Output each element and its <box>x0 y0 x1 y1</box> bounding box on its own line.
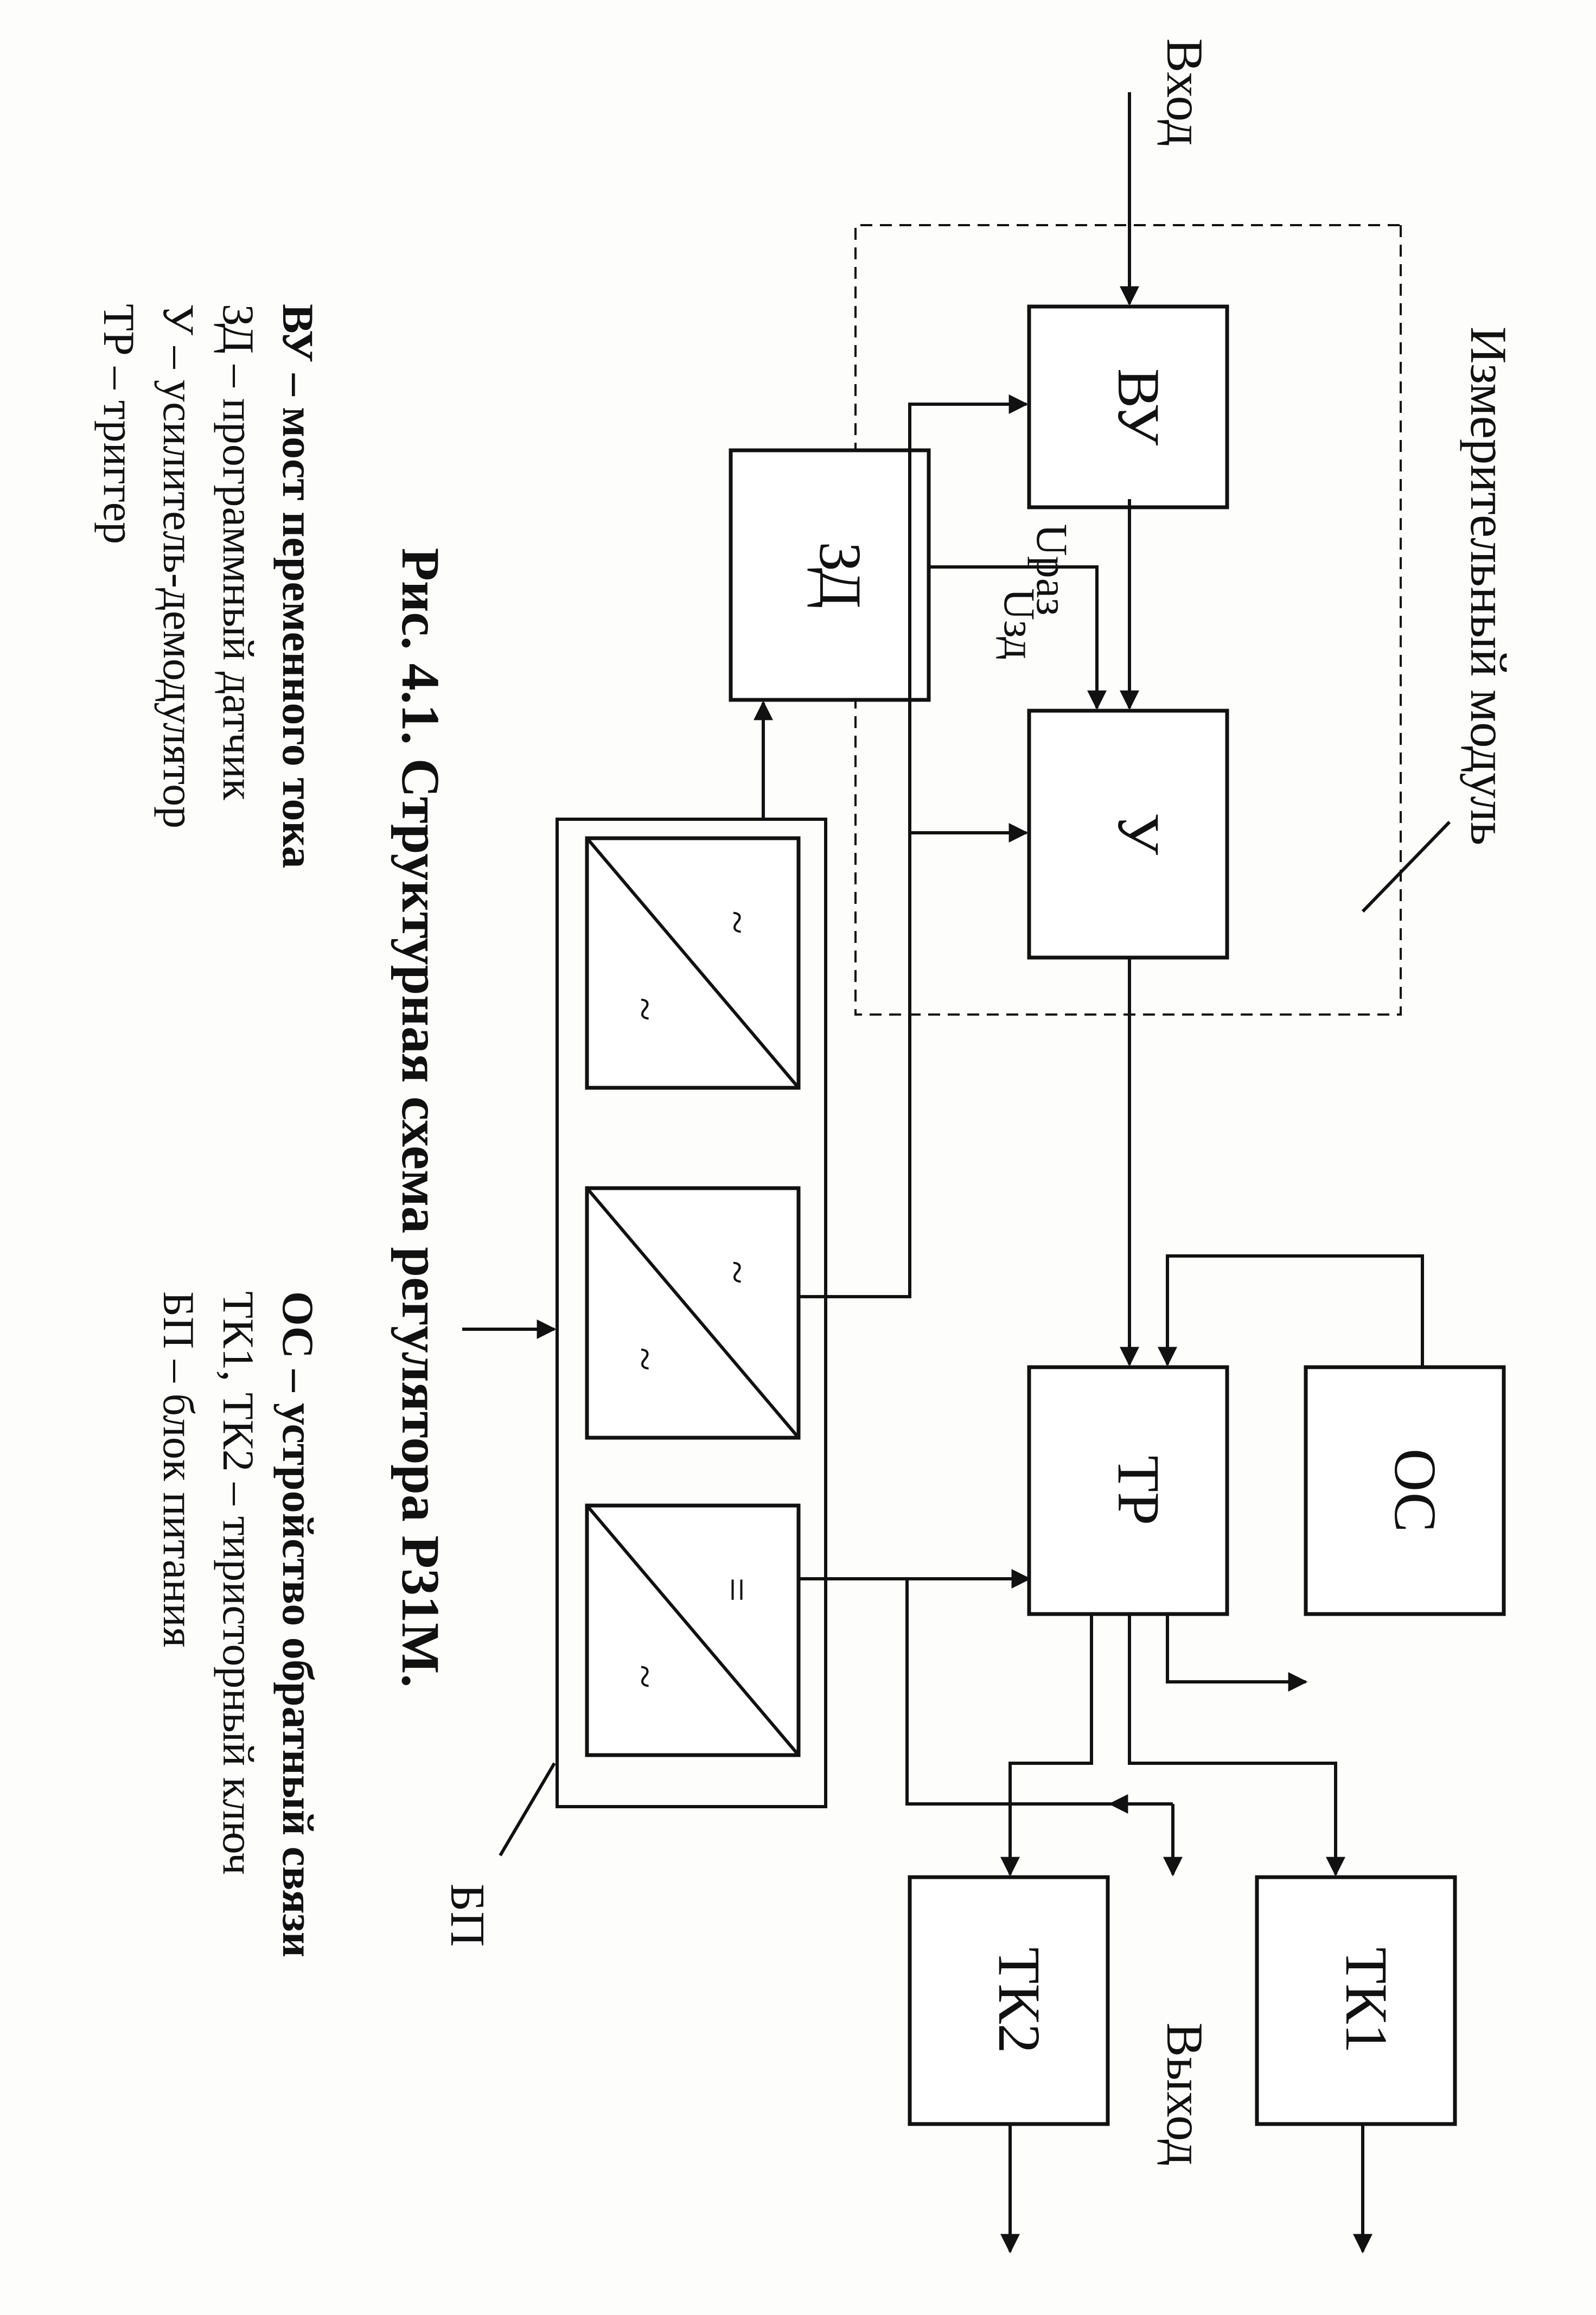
converter-1: ~ ~ <box>585 836 801 1090</box>
converter-3-top: = <box>713 1577 761 1602</box>
bp-label: БП <box>441 1884 494 1947</box>
tr-to-tk1-arrow <box>1128 1614 1345 1877</box>
block-tk1-label: ТК1 <box>1333 1947 1400 2053</box>
converter-1-top: ~ <box>713 910 761 934</box>
legend-left-line-1: ВУ – мост переменного тока <box>273 304 323 868</box>
legend-right-line-2: ТК1, ТК2 – тиристорный ключ <box>214 1291 263 1875</box>
os-to-tr-arrow <box>1158 1254 1424 1367</box>
bp-bus-line <box>905 1579 1173 1806</box>
tr-to-tk2-arrow <box>1000 1614 1093 1877</box>
legend-right-line-3: БП – блок питания <box>154 1291 203 1648</box>
module-label: Измерительный модуль <box>1460 327 1517 845</box>
bp-leader-line <box>499 1762 556 1857</box>
block-os: ОС <box>1304 1365 1506 1616</box>
block-zd-label: ЗД <box>807 541 873 608</box>
converter-1-bottom: ~ <box>621 997 668 1021</box>
converter-2-bottom: ~ <box>621 1347 668 1370</box>
block-tk2: ТК2 <box>908 1875 1110 2126</box>
converter-2-top: ~ <box>713 1260 761 1284</box>
tr-to-os-arrow <box>1166 1614 1308 1692</box>
block-tr-label: ТР <box>1106 1456 1172 1525</box>
legend-left-line-4: ТР – триггер <box>94 304 144 544</box>
figure-caption: Рис. 4.1. Структурная схема регулятора Р… <box>391 548 451 1688</box>
bp-to-vu-arrow <box>799 394 1029 1298</box>
block-vu: ВУ <box>1027 304 1229 509</box>
module-leader-line <box>1361 820 1451 913</box>
legend-right: ОС – устройство обратный связи ТК1, ТК2 … <box>154 1291 323 1957</box>
uraz-label: Uраз <box>1027 524 1077 615</box>
block-os-label: ОС <box>1382 1449 1448 1532</box>
block-u: У <box>1027 709 1229 960</box>
block-u-label: У <box>1106 813 1172 855</box>
legend-left-line-2: ЗД – программный датчик <box>214 304 263 800</box>
uzd-label: Uзд <box>995 588 1044 660</box>
converter-3-bottom: ~ <box>621 1664 668 1688</box>
input-label: Вход <box>1156 38 1214 146</box>
block-tk1: ТК1 <box>1255 1875 1457 2126</box>
output-label: Выход <box>1156 2023 1214 2166</box>
legend-right-line-1: ОС – устройство обратный связи <box>273 1291 323 1957</box>
converter-3: = ~ <box>585 1503 801 1757</box>
power-supply-frame <box>556 818 827 1808</box>
legend-left: ВУ – мост переменного тока ЗД – программ… <box>94 304 323 868</box>
block-zd: ЗД <box>729 448 931 702</box>
block-tr: ТР <box>1027 1365 1229 1616</box>
block-tk2-label: ТК2 <box>986 1947 1052 2053</box>
uzd-arrow <box>929 565 1107 710</box>
legend-left-line-3: У – усилитель-демодулятор <box>154 304 203 828</box>
converter-2: ~ ~ <box>585 1186 801 1440</box>
block-vu-label: ВУ <box>1106 368 1172 445</box>
